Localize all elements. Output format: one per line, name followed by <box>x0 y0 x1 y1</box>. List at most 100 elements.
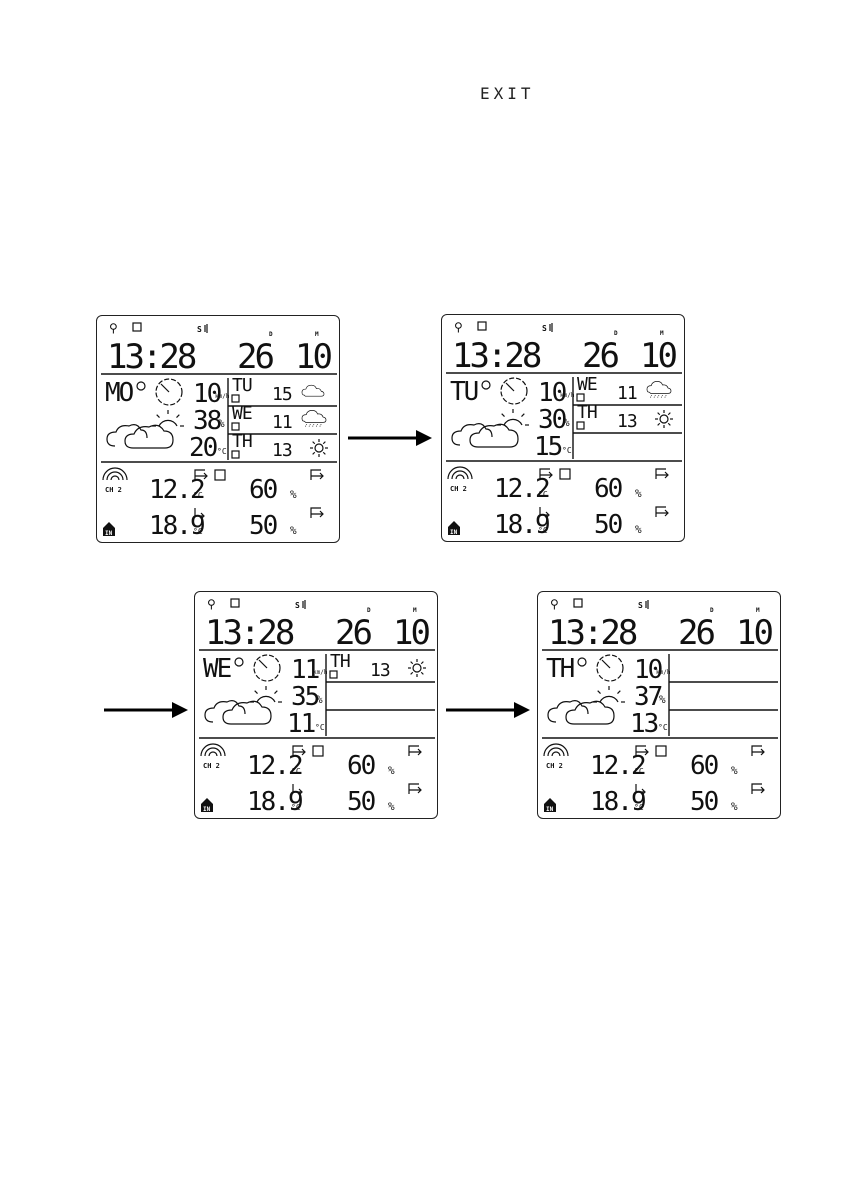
sun-icon <box>655 410 673 428</box>
forecast-row-temp: 15 <box>272 384 292 405</box>
indoor-temp-unit: °C <box>193 527 203 536</box>
day-label: D <box>269 331 273 338</box>
forecast-row-temp: 13 <box>272 440 292 461</box>
wind-speed-value: 10 <box>634 655 662 685</box>
date-month: 10 <box>393 613 429 653</box>
indoor-humidity-value: 50 <box>690 787 718 817</box>
outdoor-arrow-icon <box>635 745 649 756</box>
temp-value: 20 <box>189 433 217 463</box>
forecast-row-day: WE <box>577 374 597 395</box>
radio-icon <box>231 422 240 431</box>
radio-icon <box>559 468 571 480</box>
partly-sunny-icon <box>451 409 529 448</box>
wind-direction-icon <box>596 654 624 682</box>
indoor-humidity-unit: % <box>388 800 395 813</box>
indoor-temp-unit: °C <box>291 803 301 812</box>
antenna-icon: ⚲ <box>550 597 559 611</box>
partly-sunny-icon <box>106 410 184 449</box>
arrow-right-icon <box>348 430 432 446</box>
antenna-icon: ⚲ <box>207 597 216 611</box>
wind-unit: km/h <box>313 669 328 676</box>
radio-icon <box>329 670 338 679</box>
wind-speed-value: 10 <box>193 379 221 409</box>
radio-icon <box>231 394 240 403</box>
forecast-row-day: WE <box>232 403 252 424</box>
radio-icon <box>576 421 585 430</box>
radio-icon <box>230 598 240 608</box>
channel-label: CH 2 <box>546 762 563 770</box>
time-display: 13:28 <box>452 336 541 376</box>
month-label: M <box>413 607 417 614</box>
sensor-signal-icon <box>543 743 569 757</box>
outdoor-temp-unit: °C <box>193 491 203 500</box>
humidity-value: 38 <box>193 406 221 436</box>
humidity-unit: % <box>316 693 323 706</box>
radio-icon <box>132 322 142 332</box>
antenna-icon: ⚲ <box>109 321 118 335</box>
forecast-day-label: MO <box>105 378 134 408</box>
humidity-value: 37 <box>634 682 662 712</box>
arrow-right-icon <box>104 702 188 718</box>
indoor-humidity-value: 50 <box>347 787 375 817</box>
temp-unit: °C <box>217 447 227 456</box>
antenna-icon: ⚲ <box>454 320 463 334</box>
outdoor-arrow-icon <box>194 469 208 480</box>
wind-direction-icon <box>500 377 528 405</box>
channel-label: CH 2 <box>450 485 467 493</box>
forecast-row-day: TH <box>232 431 252 452</box>
exit-label: EXIT <box>480 84 535 103</box>
svg-text:IN: IN <box>450 529 458 536</box>
indoor-humidity-unit: % <box>635 523 642 536</box>
month-label: M <box>660 330 664 337</box>
speaker-icon <box>645 600 649 609</box>
svg-text:IN: IN <box>105 530 113 537</box>
wind-unit: km/h <box>560 392 575 399</box>
time-display: 13:28 <box>107 337 196 377</box>
radio-icon <box>477 321 487 331</box>
outdoor-temp-value: 12.2 <box>590 751 645 781</box>
wind-direction-icon <box>155 378 183 406</box>
outdoor-humidity-unit: % <box>635 487 642 500</box>
channel-label: CH 2 <box>203 762 220 770</box>
humidity-unit: % <box>563 416 570 429</box>
home-icon: IN <box>544 798 556 813</box>
indoor-humidity-unit: % <box>731 800 738 813</box>
humidity-value: 30 <box>538 405 566 435</box>
partly-sunny-icon <box>204 686 282 725</box>
partly-sunny-icon <box>547 686 625 725</box>
outdoor-humidity-unit: % <box>731 764 738 777</box>
day-label: D <box>614 330 618 337</box>
outdoor-temp-value: 12.2 <box>149 475 204 505</box>
forecast-row-temp: 11 <box>272 412 292 433</box>
signal-label: S <box>638 601 643 610</box>
speaker-icon <box>549 323 553 332</box>
comfort-icon <box>136 381 146 391</box>
radio-icon <box>655 745 667 757</box>
day-label: D <box>367 607 371 614</box>
comfort-icon <box>577 657 587 667</box>
outdoor-temp-value: 12.2 <box>494 474 549 504</box>
outdoor-temp-unit: °C <box>538 490 548 499</box>
sun-icon <box>408 659 426 677</box>
time-display: 13:28 <box>205 613 294 653</box>
date-day: 26 <box>237 337 273 377</box>
sensor-signal-icon <box>447 466 473 480</box>
outdoor-arrow-icon <box>655 506 669 517</box>
date-month: 10 <box>640 336 676 376</box>
home-icon: IN <box>103 522 115 537</box>
month-label: M <box>756 607 760 614</box>
sun-icon <box>310 439 328 457</box>
date-month: 10 <box>736 613 772 653</box>
temp-value: 11 <box>287 709 315 739</box>
temp-unit: °C <box>315 723 325 732</box>
forecast-row-temp: 11 <box>617 383 637 404</box>
trend-arrow-icon <box>635 784 646 796</box>
cloud-icon <box>301 384 325 397</box>
home-icon: IN <box>448 521 460 536</box>
indoor-humidity-unit: % <box>290 524 297 537</box>
